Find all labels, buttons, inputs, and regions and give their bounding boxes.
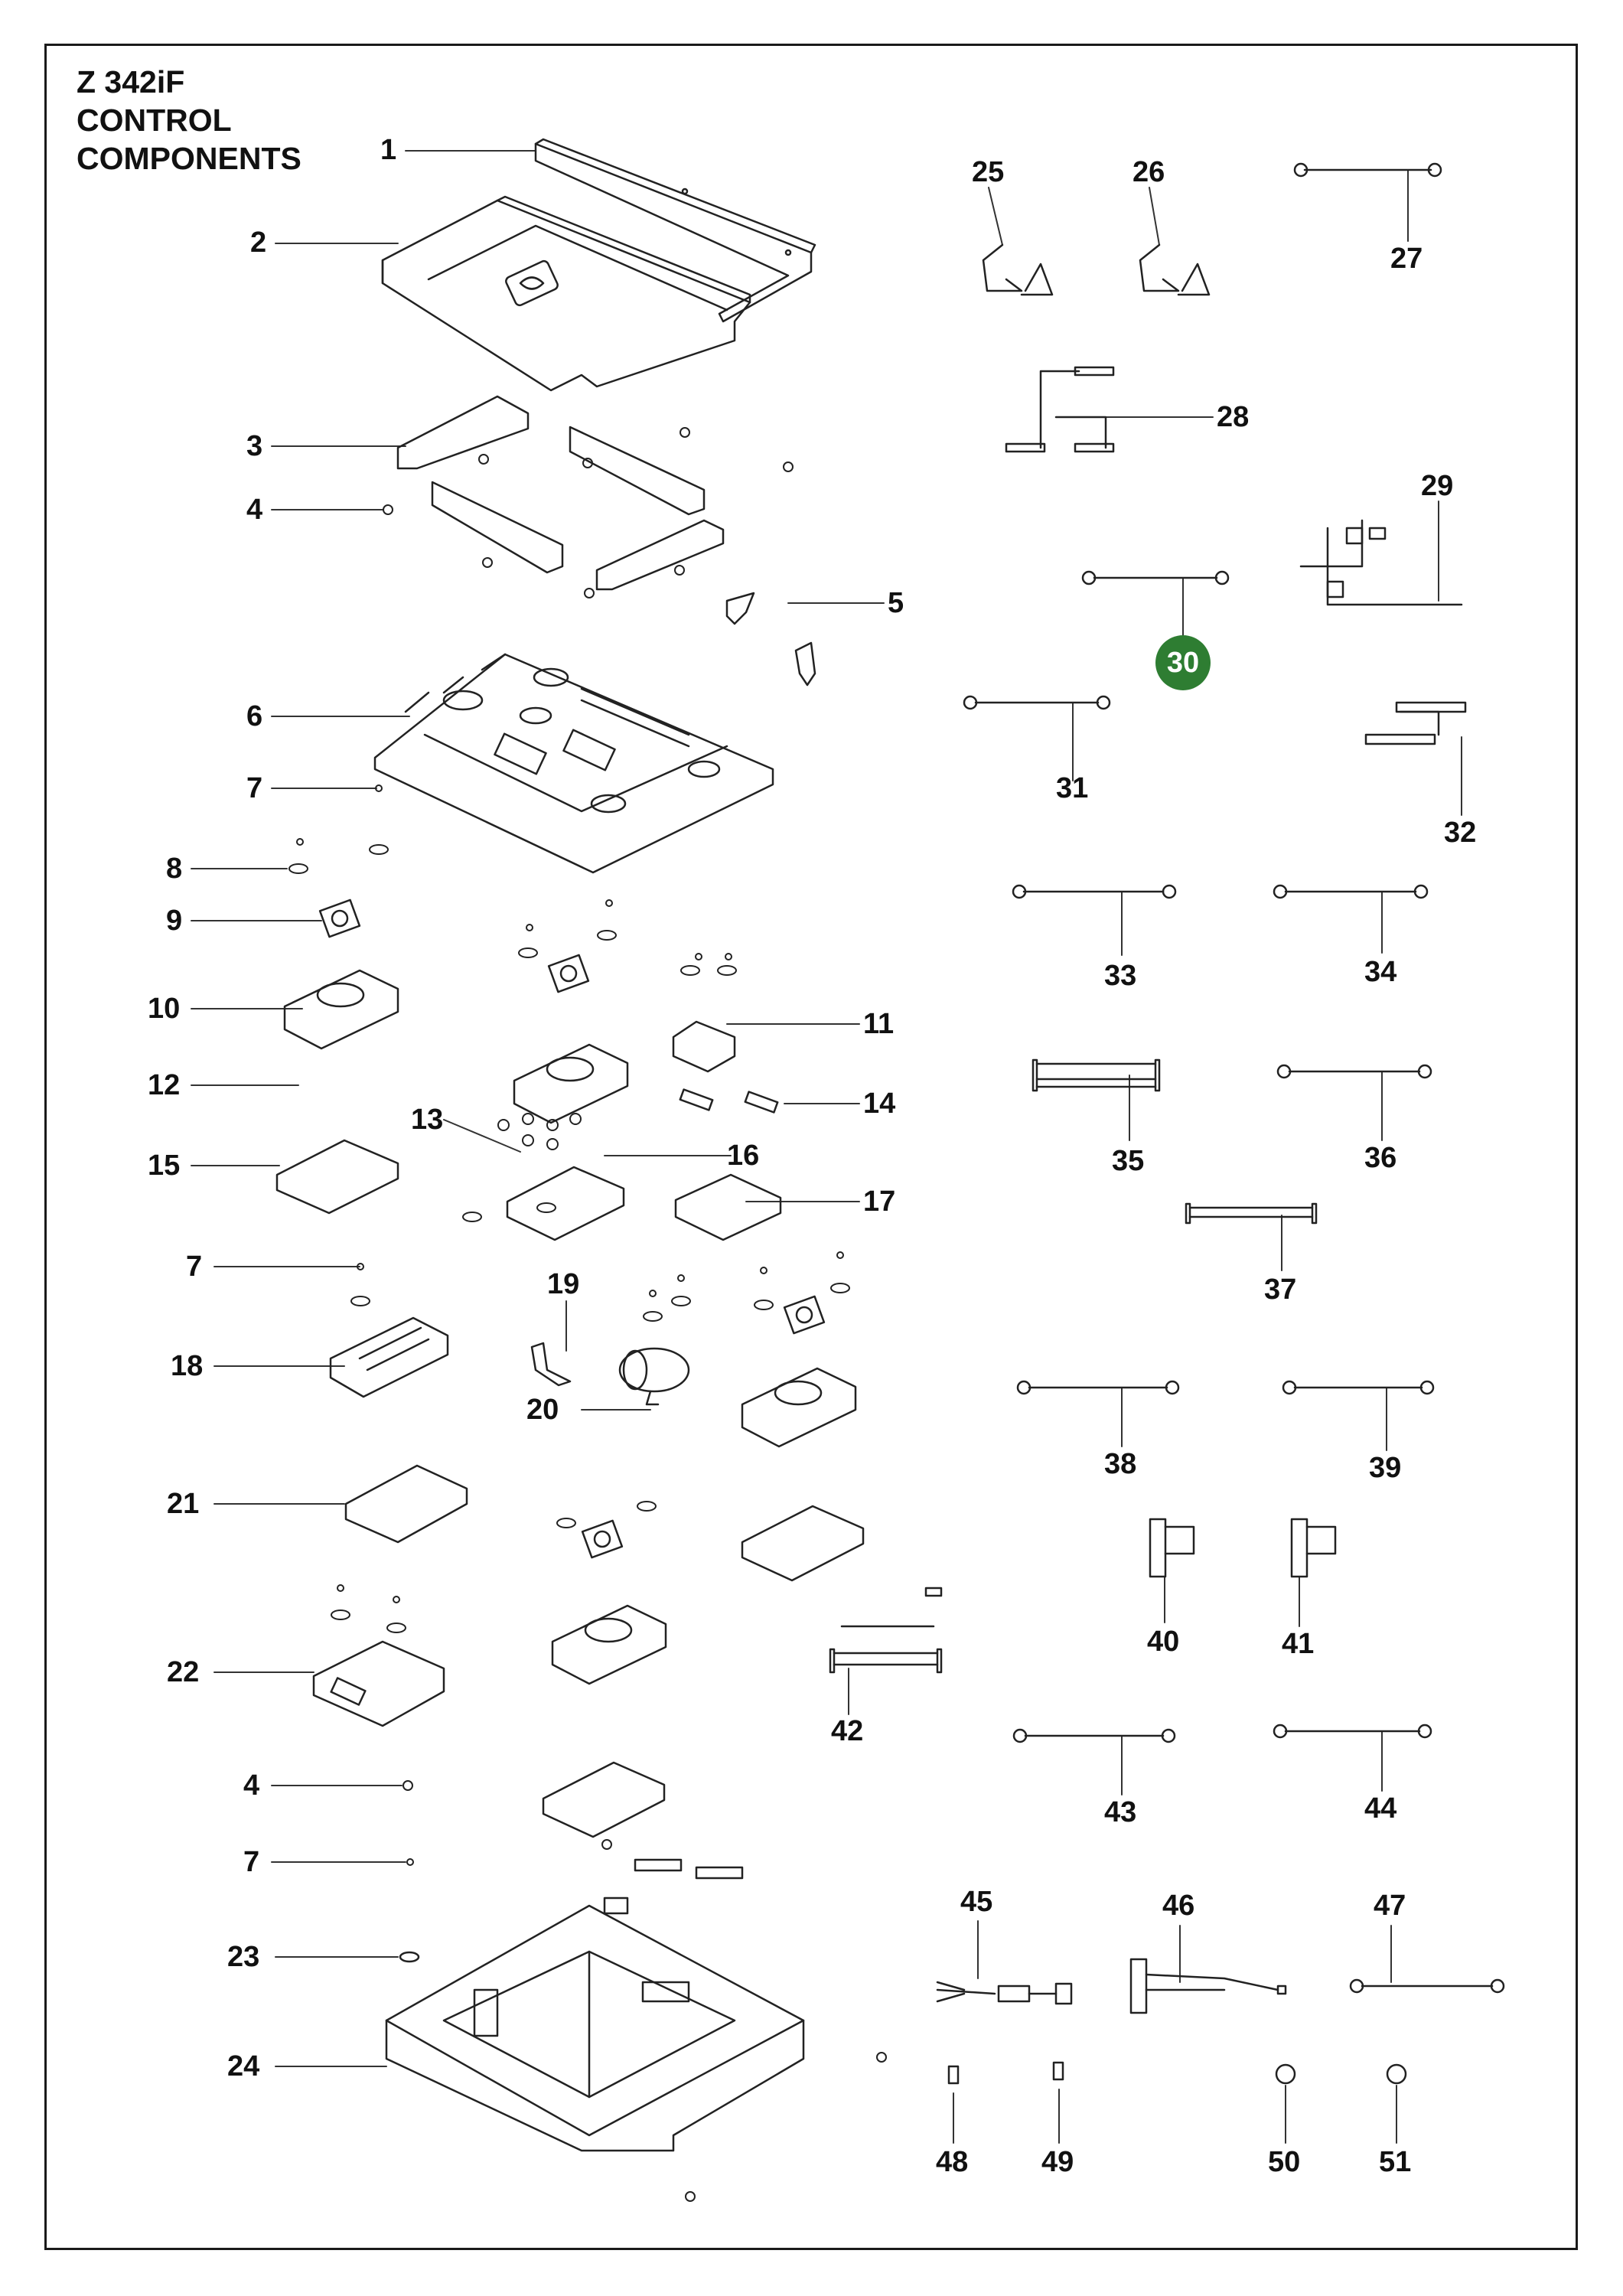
callout-47: 47 <box>1374 1890 1406 1922</box>
callout-37: 37 <box>1264 1274 1297 1306</box>
part-foam-blocks <box>396 395 725 591</box>
callout-41: 41 <box>1282 1628 1315 1660</box>
callout-51: 51 <box>1379 2146 1412 2178</box>
washers <box>288 844 850 1633</box>
callout-25: 25 <box>972 156 1005 188</box>
driver-covers <box>283 969 857 1685</box>
harness-45-46 <box>936 1958 1287 2014</box>
callout-7-c: 7 <box>243 1846 260 1878</box>
callout-46: 46 <box>1162 1890 1195 1922</box>
part-cover-18 <box>329 1316 449 1398</box>
callout-7: 7 <box>246 772 263 804</box>
diagram-title: Z 342iF CONTROL COMPONENTS <box>77 63 301 178</box>
callout-10: 10 <box>148 993 181 1025</box>
part-cover-plate <box>381 195 751 392</box>
callout-44: 44 <box>1364 1792 1397 1825</box>
callout-7-b: 7 <box>186 1251 203 1283</box>
callout-15: 15 <box>148 1150 181 1182</box>
callout-42: 42 <box>831 1715 864 1747</box>
callout-40: 40 <box>1147 1626 1180 1658</box>
part-controller-22 <box>312 1640 445 1727</box>
callout-34: 34 <box>1364 956 1397 988</box>
callout-16: 16 <box>727 1140 760 1172</box>
screws <box>296 427 887 2202</box>
callout-5: 5 <box>888 587 904 619</box>
part-bracket-19 <box>530 1342 572 1387</box>
small-parts-48-51 <box>947 2061 1407 2085</box>
callout-21: 21 <box>167 1488 200 1520</box>
callout-17: 17 <box>863 1186 896 1218</box>
part-base-housing <box>385 1858 805 2152</box>
title-line-2: CONTROL <box>77 103 232 138</box>
callout-23: 23 <box>227 1941 260 1973</box>
callout-8: 8 <box>166 853 183 885</box>
callout-3: 3 <box>246 430 263 462</box>
title-line-3: COMPONENTS <box>77 141 301 176</box>
callout-31: 31 <box>1056 772 1089 804</box>
callout-27: 27 <box>1390 243 1423 275</box>
callout-28: 28 <box>1217 401 1250 433</box>
callout-12: 12 <box>148 1069 181 1101</box>
callout-30-highlighted: 30 <box>1155 635 1211 690</box>
driver-boards <box>275 1139 865 1838</box>
part-cover-small <box>672 1020 736 1073</box>
callout-24: 24 <box>227 2050 260 2082</box>
part-cover-strip <box>534 138 816 323</box>
part-connectors <box>679 1088 779 1114</box>
callout-1: 1 <box>380 134 397 166</box>
callout-22: 22 <box>167 1656 200 1688</box>
callout-48: 48 <box>936 2146 969 2178</box>
part-nuts <box>497 1113 582 1150</box>
callout-19: 19 <box>547 1268 580 1300</box>
leader-lines <box>191 150 885 2067</box>
connectors-40-41 <box>1149 1518 1337 1578</box>
callout-9: 9 <box>166 905 183 937</box>
callout-11: 11 <box>863 1008 895 1040</box>
callout-20: 20 <box>526 1394 559 1426</box>
callout-45: 45 <box>960 1886 993 1918</box>
title-model: Z 342iF <box>77 64 185 99</box>
callout-18: 18 <box>171 1350 204 1382</box>
callout-13: 13 <box>411 1104 444 1136</box>
harness-leader-lines <box>848 169 1462 2144</box>
callout-49: 49 <box>1041 2146 1074 2178</box>
callout-6: 6 <box>246 700 263 732</box>
simple-cables <box>963 162 1505 1994</box>
diagram-frame <box>44 44 1578 2250</box>
ribbon-cables <box>829 366 1467 1674</box>
part-plug-23 <box>399 1951 420 1963</box>
callout-14: 14 <box>863 1088 896 1120</box>
part-clips <box>725 592 816 687</box>
callout-32: 32 <box>1444 817 1477 849</box>
callout-35: 35 <box>1112 1145 1145 1177</box>
callout-4: 4 <box>246 494 263 526</box>
part-housing-top <box>373 653 774 874</box>
callout-50: 50 <box>1268 2146 1301 2178</box>
callout-38: 38 <box>1104 1448 1137 1480</box>
callout-43: 43 <box>1104 1796 1137 1828</box>
harness-29 <box>1299 519 1463 606</box>
fans <box>318 899 826 1559</box>
callout-2: 2 <box>250 227 267 259</box>
callout-39: 39 <box>1369 1452 1402 1484</box>
part-motor-20 <box>618 1347 690 1406</box>
harness-25-26 <box>982 243 1211 296</box>
callout-29: 29 <box>1421 470 1454 502</box>
callout-33: 33 <box>1104 960 1137 992</box>
callout-36: 36 <box>1364 1142 1397 1174</box>
callout-4-b: 4 <box>243 1769 260 1802</box>
callout-26: 26 <box>1133 156 1165 188</box>
